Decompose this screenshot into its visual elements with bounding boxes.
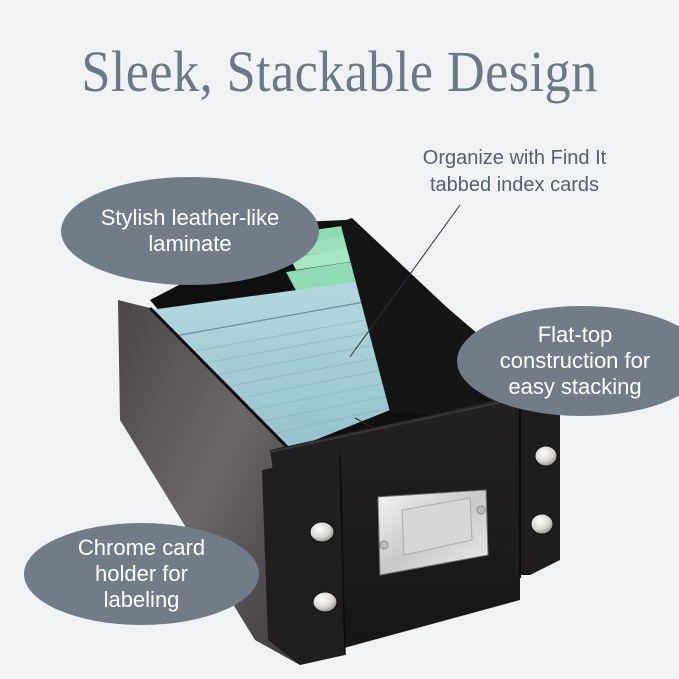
callout-flat-top-line-2: construction for <box>499 348 651 373</box>
callout-laminate: Stylish leather-like laminate <box>61 177 319 285</box>
index-tab <box>290 248 362 270</box>
rivet-icon <box>309 521 335 543</box>
rivet-icon <box>312 591 338 613</box>
callout-card-holder-line-2: holder for <box>95 561 188 586</box>
callout-card-holder-line-1: Chrome card <box>77 535 206 560</box>
headline: Sleek, Stackable Design <box>81 39 598 104</box>
callout-flat-top: Flat-top construction for easy stacking <box>457 306 679 416</box>
rivet-icon <box>534 445 558 467</box>
callout-flat-top-line-1: Flat-top <box>537 322 613 347</box>
callout-laminate-line-1: Stylish leather-like <box>100 205 280 230</box>
rivet-icon <box>530 513 554 535</box>
annotation-index-cards: Organize with Find It tabbed index cards <box>392 145 637 199</box>
annotation-line-1: Organize with Find It <box>422 147 607 169</box>
callout-card-holder: Chrome card holder for labeling <box>24 523 259 625</box>
index-card <box>150 280 390 450</box>
chrome-label-holder <box>377 489 489 576</box>
callout-flat-top-line-3: easy stacking <box>508 374 642 399</box>
callout-laminate-line-2: laminate <box>148 231 232 256</box>
callout-pointer <box>349 204 461 358</box>
annotation-line-2: tabbed index cards <box>429 174 599 196</box>
index-tab <box>296 236 356 256</box>
callout-card-holder-line-3: labeling <box>103 587 180 612</box>
